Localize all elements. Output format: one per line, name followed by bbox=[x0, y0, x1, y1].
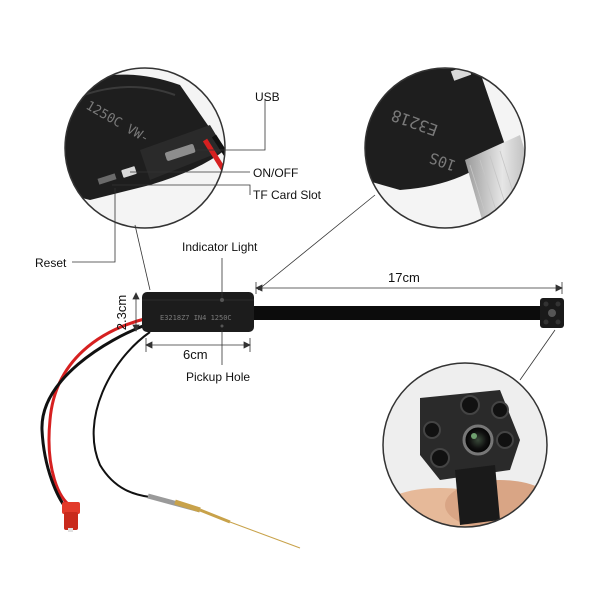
main-board bbox=[142, 292, 254, 332]
indicator-light-label: Indicator Light bbox=[182, 240, 258, 254]
antenna-coil bbox=[199, 508, 231, 524]
antenna bbox=[229, 521, 301, 549]
width-dimension-label: 6cm bbox=[183, 347, 208, 362]
height-dimension-label: 2.3cm bbox=[114, 294, 130, 331]
reset-leader bbox=[72, 188, 116, 263]
battery-connector bbox=[62, 502, 80, 514]
pickup-hole bbox=[220, 324, 224, 328]
dimension-lines bbox=[132, 282, 563, 352]
zoom-br-leader bbox=[519, 329, 556, 381]
on-off-label: ON/OFF bbox=[253, 166, 299, 180]
usb-label: USB bbox=[255, 90, 280, 104]
tf-card-slot-label: TF Card Slot bbox=[253, 188, 322, 202]
zoom-tl-leader bbox=[134, 224, 151, 291]
indicator-light bbox=[220, 298, 224, 302]
main-board-text: E3218Z7 IN4 1250C bbox=[160, 314, 232, 322]
zoom-circle-controls: 1250C VW- bbox=[64, 67, 226, 229]
reset-label: Reset bbox=[35, 256, 67, 270]
tf-slot-closeup bbox=[97, 173, 117, 185]
length-dimension-label: 17cm bbox=[388, 270, 420, 285]
zoom-circle-camera bbox=[382, 362, 548, 528]
tf-slot-leader bbox=[112, 184, 251, 195]
callout-lines bbox=[72, 100, 556, 381]
board-closeup bbox=[65, 74, 225, 200]
camera-lens bbox=[462, 424, 494, 456]
red-wire bbox=[47, 316, 149, 507]
ribbon-cable bbox=[254, 306, 544, 320]
usb-port-closeup bbox=[165, 144, 196, 161]
switch-closeup bbox=[121, 166, 137, 178]
black-wire bbox=[40, 322, 149, 509]
usb-leader bbox=[195, 100, 266, 151]
mic-wire bbox=[92, 331, 151, 498]
pickup-hole-label: Pickup Hole bbox=[186, 370, 251, 384]
main-product: E3218Z7 IN4 1250C bbox=[40, 292, 564, 549]
zoom-tr-leader bbox=[257, 194, 376, 291]
zoom-circle-connector: E3218 10S bbox=[364, 67, 526, 229]
